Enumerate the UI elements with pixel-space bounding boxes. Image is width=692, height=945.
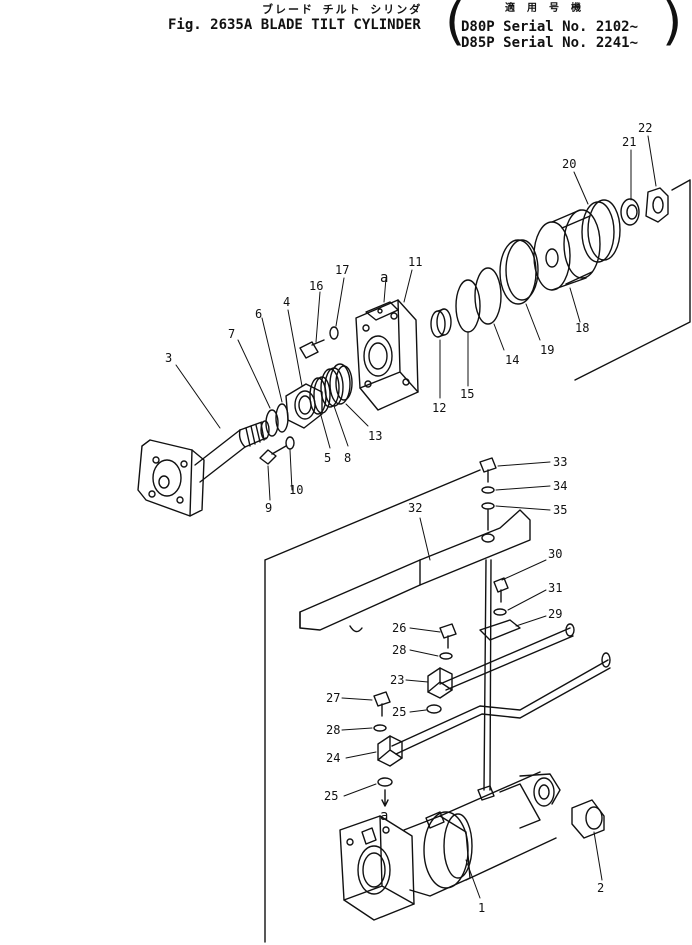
- callout-32: 32: [408, 501, 422, 515]
- part-13-ring: [329, 363, 353, 405]
- figure-title: Fig. 2635A BLADE TILT CYLINDER: [168, 17, 421, 33]
- part-1-cylinder-body: [339, 771, 561, 921]
- part-28-washer-upper: [439, 652, 453, 660]
- part-3-piston-rod: [137, 420, 270, 517]
- callout-16: 16: [309, 279, 323, 293]
- callout-3: 3: [165, 351, 172, 365]
- part-31-washer: [493, 608, 507, 616]
- ref-mark-a-lower: a: [380, 808, 388, 824]
- part-14-ring: [474, 267, 502, 325]
- part-11-cylinder-head: [355, 299, 419, 411]
- callout-2: 2: [597, 881, 604, 895]
- callout-19: 19: [540, 343, 554, 357]
- callout-17: 17: [335, 263, 349, 277]
- callout-28-lower: 28: [326, 723, 340, 737]
- callout-11: 11: [408, 255, 422, 269]
- callout-31: 31: [548, 581, 562, 595]
- part-30-bolt: [493, 577, 509, 603]
- part-10-washer: [285, 436, 295, 450]
- callout-30: 30: [548, 547, 562, 561]
- callout-21: 21: [622, 135, 636, 149]
- part-12-bushing: [430, 308, 452, 338]
- callout-28-upper: 28: [392, 643, 406, 657]
- part-28-washer-lower: [373, 724, 387, 732]
- part-20-ring: [581, 199, 621, 263]
- callout-22: 22: [638, 121, 652, 135]
- callout-24: 24: [326, 751, 340, 765]
- leader-lines: [175, 135, 657, 899]
- part-7-ring: [265, 409, 279, 437]
- callout-4: 4: [283, 295, 290, 309]
- japanese-title: ブレード チルト シリンダ: [262, 3, 423, 16]
- callout-25-upper: 25: [392, 705, 406, 719]
- callout-12: 12: [432, 401, 446, 415]
- part-29-clamp: [479, 619, 521, 641]
- applicable-models-label: 適 用 号 機: [505, 3, 585, 14]
- callout-7: 7: [228, 327, 235, 341]
- callout-10: 10: [289, 483, 303, 497]
- part-21-washer: [620, 198, 640, 226]
- callout-18: 18: [575, 321, 589, 335]
- part-26-bolt: [439, 623, 457, 649]
- part-34-washer: [481, 486, 495, 494]
- serial-d85p: D85P Serial No. 2241~: [461, 35, 639, 51]
- part-22-nut: [645, 187, 669, 223]
- tube-upper: [439, 623, 575, 691]
- callout-1: 1: [478, 901, 485, 915]
- part-25-oring-upper: [426, 704, 442, 714]
- part-23-block: [427, 667, 453, 699]
- part-18-piston: [533, 209, 601, 291]
- callout-35: 35: [553, 503, 567, 517]
- serial-d80p: D80P Serial No. 2102~: [461, 19, 639, 35]
- part-27-bolt: [373, 691, 391, 717]
- part-32-cover: [299, 509, 531, 633]
- callout-13: 13: [368, 429, 382, 443]
- part-2-bushing: [571, 799, 605, 839]
- ref-mark-a-upper: a: [380, 270, 388, 286]
- part-24-block: [377, 735, 403, 767]
- tube-lower: [391, 652, 611, 755]
- part-17-washer: [329, 326, 339, 340]
- part-25-oring-lower: [377, 777, 393, 787]
- part-19-wear-ring: [499, 239, 539, 305]
- lower-frame-line: [264, 469, 481, 943]
- callout-20: 20: [562, 157, 576, 171]
- left-paren-glyph: (: [445, 0, 466, 52]
- part-33-bolt: [479, 457, 497, 483]
- ref-arrow-a: [381, 789, 389, 807]
- part-9-bolt: [259, 445, 287, 465]
- alignment-line: [483, 509, 492, 791]
- callout-27: 27: [326, 691, 340, 705]
- right-paren-glyph: ): [662, 0, 683, 52]
- callout-26: 26: [392, 621, 406, 635]
- callout-23: 23: [390, 673, 404, 687]
- upper-frame-line: [574, 179, 691, 381]
- callout-25-lower: 25: [324, 789, 338, 803]
- callout-8: 8: [344, 451, 351, 465]
- callout-15: 15: [460, 387, 474, 401]
- part-4-nut: [285, 383, 323, 429]
- callout-29: 29: [548, 607, 562, 621]
- part-35-washer: [481, 502, 495, 510]
- callout-33: 33: [553, 455, 567, 469]
- part-16-bolt: [299, 339, 325, 359]
- callout-6: 6: [255, 307, 262, 321]
- callout-14: 14: [505, 353, 519, 367]
- callout-34: 34: [553, 479, 567, 493]
- callout-5: 5: [324, 451, 331, 465]
- callout-9: 9: [265, 501, 272, 515]
